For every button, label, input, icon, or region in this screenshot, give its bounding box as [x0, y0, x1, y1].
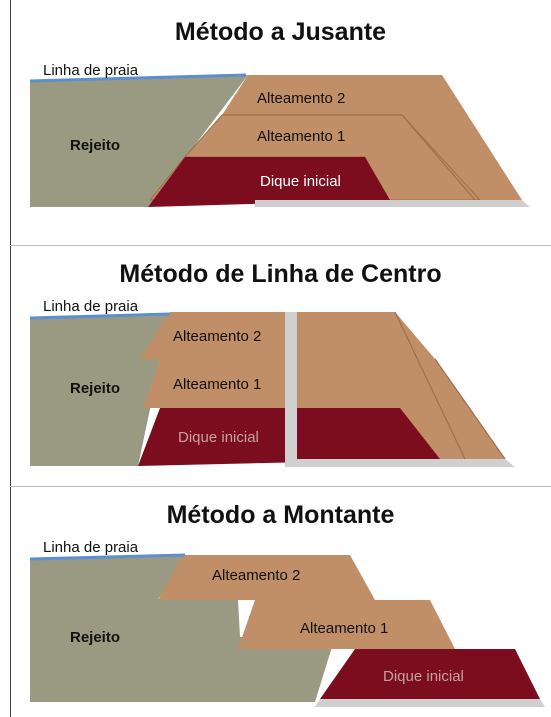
beach-label: Linha de praia: [43, 539, 139, 556]
beach-water-line: [29, 312, 171, 320]
raise-1-section: [143, 359, 470, 408]
beach-label: Linha de praia: [43, 62, 139, 79]
drain-layer: [285, 459, 515, 467]
raise-2-section: [158, 555, 375, 600]
raise-1-section: [238, 600, 455, 649]
starter-dike: [148, 157, 390, 207]
beach-label: Linha de praia: [43, 298, 139, 315]
raise-2-label: Alteamento 2: [257, 90, 345, 107]
frame-left-border: [10, 0, 11, 717]
centerline-diagram: Linha de praia Rejeito Alteamento 2 Alte…: [29, 298, 515, 467]
beach-water-line: [29, 553, 186, 561]
raise-1-label: Alteamento 1: [173, 376, 261, 393]
raise-boundary-line: [394, 311, 466, 460]
tailings-label: Rejeito: [70, 137, 120, 154]
raise-1-label: Alteamento 1: [257, 128, 345, 145]
panel-upstream: Método a Montante Linha de praia Rejeito…: [10, 487, 551, 717]
panel-divider: [10, 245, 551, 246]
beach-water-line: [29, 73, 247, 83]
raise-1-label: Alteamento 1: [300, 620, 388, 637]
starter-label: Dique inicial: [260, 173, 341, 190]
panel-centerline: Método de Linha de Centro Linha de praia…: [10, 246, 551, 486]
drain-layer: [255, 200, 530, 207]
raise-2-label: Alteamento 2: [212, 567, 300, 584]
downstream-diagram: Linha de praia Rejeito Alteamento 2 Alte…: [29, 62, 530, 207]
panel-title: Método a Jusante: [174, 18, 387, 46]
tailings-label: Rejeito: [70, 380, 120, 397]
centerline-drain: [285, 312, 297, 462]
starter-dike: [320, 649, 540, 699]
tailings-area: [30, 555, 335, 702]
panel-divider: [10, 486, 551, 487]
raise-2-label: Alteamento 2: [173, 328, 261, 345]
panel-title: Método de Linha de Centro: [119, 260, 442, 288]
raise-boundary-line: [222, 114, 476, 201]
upstream-diagram: Linha de praia Rejeito Alteamento 2 Alte…: [29, 539, 545, 707]
tailings-area: [30, 314, 170, 466]
drain-layer: [315, 699, 545, 707]
starter-label: Dique inicial: [178, 429, 259, 446]
tailings-area: [30, 75, 248, 207]
panel-title: Método a Montante: [166, 501, 395, 529]
tailings-label: Rejeito: [70, 629, 120, 646]
panel-downstream: Método a Jusante Linha de praia Rejeito …: [10, 0, 551, 245]
starter-label: Dique inicial: [383, 668, 464, 685]
raise-boundary-line: [434, 358, 506, 460]
